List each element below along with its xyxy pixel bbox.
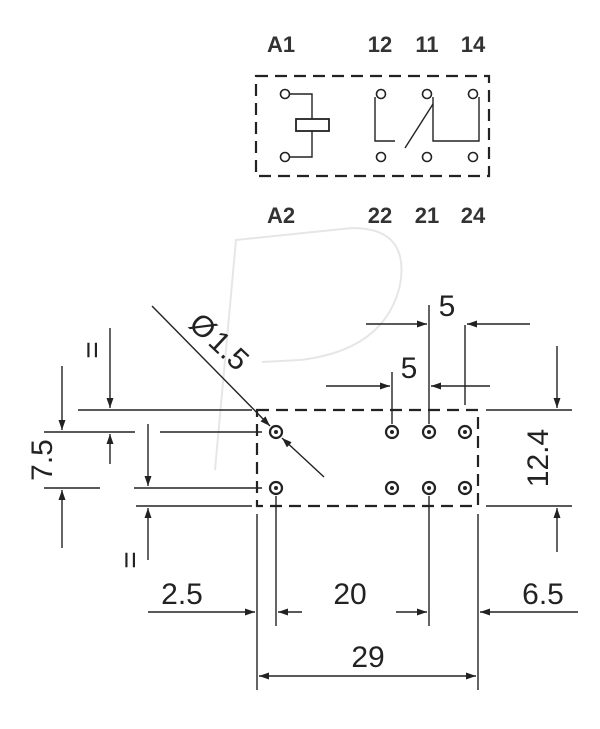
overall-length-value: 29 bbox=[351, 641, 384, 674]
hole-14 bbox=[457, 424, 473, 440]
hole-22 bbox=[384, 480, 400, 496]
coil-symbol bbox=[279, 88, 330, 163]
equal-mark-bottom: = bbox=[114, 551, 147, 569]
row-spacing-dimension bbox=[44, 328, 262, 560]
pin-label-a1: A1 bbox=[267, 32, 295, 57]
pin-label-21: 21 bbox=[415, 203, 439, 228]
hole-24 bbox=[457, 480, 473, 496]
row-spacing-value: 7.5 bbox=[26, 439, 59, 481]
changeover-contact-symbol bbox=[374, 88, 480, 163]
pin-label-24: 24 bbox=[461, 203, 486, 228]
relay-housing-outline bbox=[254, 74, 491, 178]
pitch-second-dimension bbox=[326, 372, 490, 424]
pin-label-11: 11 bbox=[415, 32, 438, 57]
pin-labels-bottom: A2 22 21 24 bbox=[267, 203, 486, 228]
pitch-top-value: 5 bbox=[439, 290, 456, 323]
pin-label-a2: A2 bbox=[267, 203, 295, 228]
right-offset-value: 6.5 bbox=[522, 578, 564, 611]
hole-11 bbox=[421, 424, 437, 440]
hole-a2 bbox=[268, 480, 284, 496]
hole-21 bbox=[421, 480, 437, 496]
pitch-top-dimension bbox=[366, 305, 530, 424]
equal-mark-top: = bbox=[76, 341, 109, 359]
body-height-dimension bbox=[486, 346, 572, 552]
footprint-outline bbox=[255, 408, 480, 508]
horizontal-offset-dimensions bbox=[148, 496, 578, 690]
body-height-value: 12.4 bbox=[522, 429, 555, 487]
pin-label-12: 12 bbox=[368, 32, 392, 57]
diameter-leader bbox=[151, 305, 325, 478]
pcb-holes bbox=[268, 424, 473, 496]
hole-a1 bbox=[268, 424, 284, 440]
left-offset-value: 2.5 bbox=[161, 578, 203, 611]
watermark-logo bbox=[214, 226, 403, 471]
pin-label-14: 14 bbox=[461, 32, 486, 57]
pin-labels-top: A1 12 11 14 bbox=[267, 32, 486, 57]
pin-span-value: 20 bbox=[333, 578, 366, 611]
hole-12 bbox=[384, 424, 400, 440]
pitch-second-value: 5 bbox=[401, 352, 418, 385]
pin-label-22: 22 bbox=[368, 203, 392, 228]
